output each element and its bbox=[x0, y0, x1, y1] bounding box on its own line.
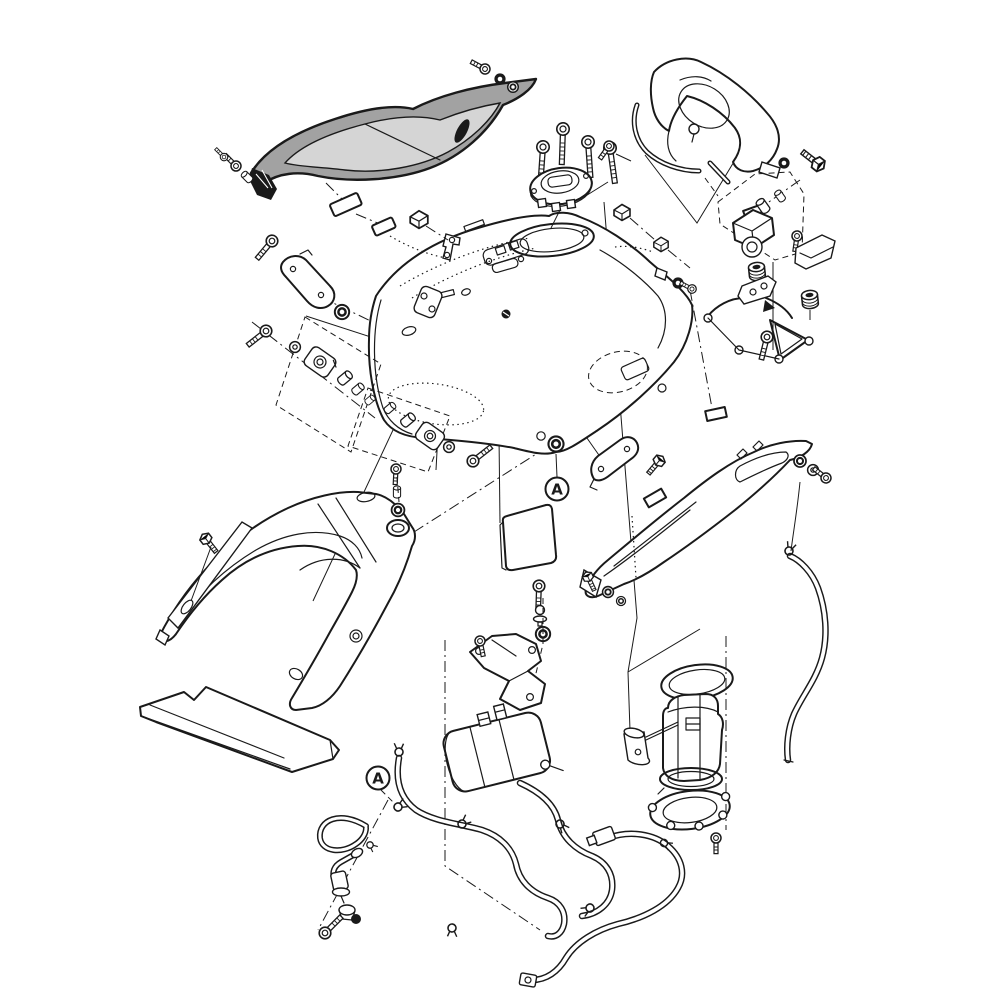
front-tank-bracket bbox=[703, 260, 820, 364]
left-side-cover-panel bbox=[212, 56, 538, 200]
rear-side-bracket bbox=[589, 436, 668, 491]
left-mount-bracket bbox=[251, 232, 336, 310]
lock-cylinder bbox=[732, 209, 775, 258]
fuel-delivery-hose bbox=[518, 825, 686, 988]
evap-canister bbox=[442, 703, 564, 793]
fuel-pump-retainer-plate bbox=[647, 789, 731, 831]
canister-flange-bolt bbox=[532, 604, 548, 627]
callout-a-upper-label: A bbox=[551, 481, 563, 499]
rear-fender-cover bbox=[155, 462, 416, 711]
cover-front-fasteners bbox=[212, 145, 255, 185]
rubber-pads bbox=[325, 182, 764, 422]
rubber-pad-sheet bbox=[499, 503, 558, 572]
fuel-filler-cap-assembly bbox=[529, 121, 622, 229]
trim-seal-strips bbox=[631, 102, 731, 185]
drain-valve-set: A bbox=[315, 765, 409, 943]
canister-assembly bbox=[442, 579, 564, 793]
tank-rear-mount: A bbox=[499, 434, 570, 572]
fuel-filler-cap bbox=[529, 166, 593, 229]
right-cover-fasteners bbox=[792, 453, 834, 486]
lock-set-dashed-box bbox=[717, 145, 836, 270]
breather-hose bbox=[780, 539, 829, 764]
under-panel bbox=[139, 686, 340, 773]
canister-hoses bbox=[391, 741, 616, 940]
fuel-pump-assembly bbox=[518, 628, 734, 988]
tank-filler-neck bbox=[509, 222, 595, 258]
drain-valve-body bbox=[330, 870, 361, 924]
front-cover bbox=[595, 57, 790, 197]
callout-a-upper: A bbox=[544, 476, 570, 502]
tank-mount-hardware-set-2 bbox=[347, 387, 496, 473]
fuel-tank bbox=[367, 211, 699, 455]
tank-mount-hardware-set-1 bbox=[243, 316, 382, 453]
fuel-pump-unit bbox=[657, 693, 724, 795]
fender-mount-bolt-set bbox=[389, 462, 406, 518]
canister-bracket bbox=[469, 633, 546, 711]
callout-a-lower: A bbox=[365, 765, 391, 791]
fuel-pump-float bbox=[623, 721, 679, 766]
callout-a-lower-label: A bbox=[372, 770, 384, 788]
right-side-cover-panel bbox=[579, 439, 834, 607]
tank-front-grommet bbox=[333, 303, 351, 321]
